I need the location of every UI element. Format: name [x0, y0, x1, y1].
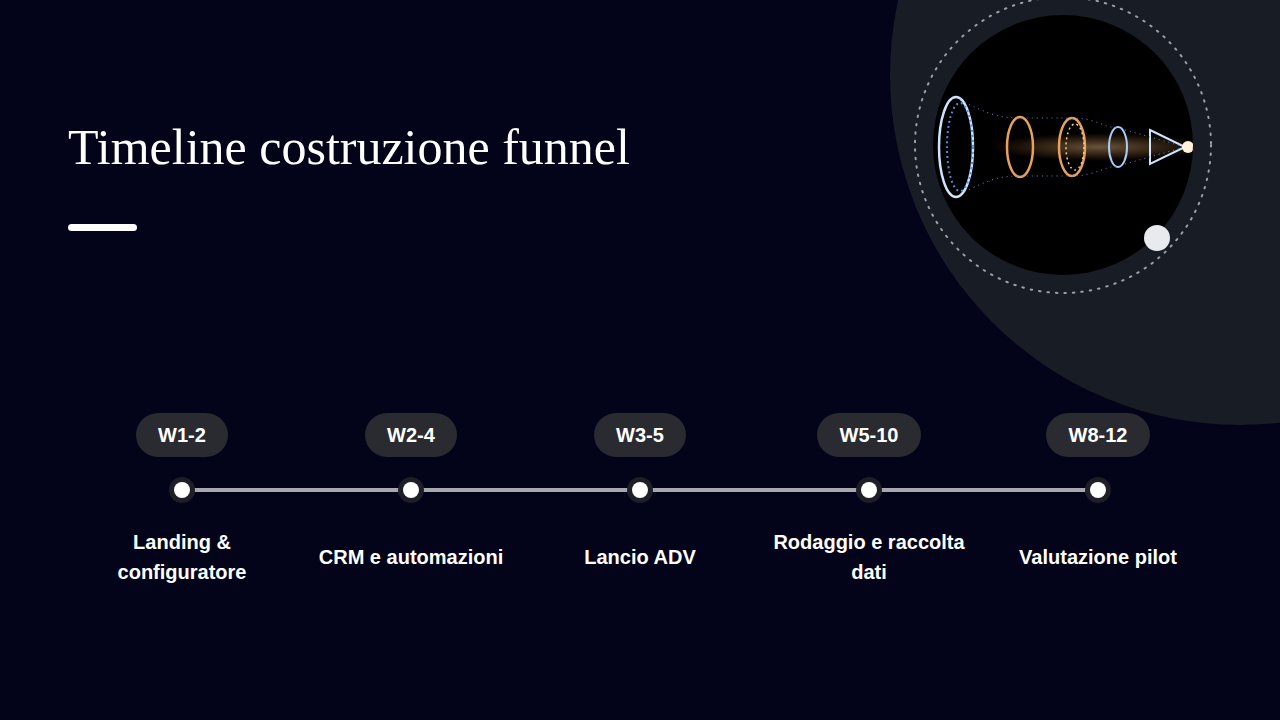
milestone-wrap: CRM e automazioni — [296, 517, 526, 597]
accent-dot — [1144, 225, 1170, 251]
timeline-dots — [169, 477, 1111, 503]
milestone-label: Lancio ADV — [584, 542, 696, 572]
dotted-ring — [915, 0, 1211, 293]
milestone-wrap: Lancio ADV — [525, 517, 755, 597]
milestone-label: Rodaggio e raccolta dati — [764, 527, 974, 587]
week-range: W1-2 — [158, 424, 206, 447]
milestone-wrap: Valutazione pilot — [983, 517, 1213, 597]
week-pill: W2-4 — [365, 413, 457, 457]
milestone-label: CRM e automazioni — [319, 542, 503, 572]
funnel-illustration — [939, 97, 1210, 197]
milestone-label: Valutazione pilot — [1019, 542, 1177, 572]
week-pill: W1-2 — [136, 413, 228, 457]
week-range: W3-5 — [616, 424, 664, 447]
slide-title: Timeline costruzione funnel — [68, 116, 868, 178]
week-pill: W8-12 — [1046, 413, 1150, 457]
week-range: W2-4 — [387, 424, 435, 447]
corner-circle — [890, 0, 1280, 425]
milestone-label: Landing & configuratore — [112, 527, 252, 587]
milestone-wrap: Landing & configuratore — [112, 517, 252, 597]
title-underline — [68, 224, 137, 231]
week-range: W8-12 — [1069, 424, 1128, 447]
week-pill: W3-5 — [594, 413, 686, 457]
week-pill: W5-10 — [817, 413, 921, 457]
milestone-wrap: Rodaggio e raccolta dati — [764, 517, 974, 597]
week-range: W5-10 — [840, 424, 899, 447]
